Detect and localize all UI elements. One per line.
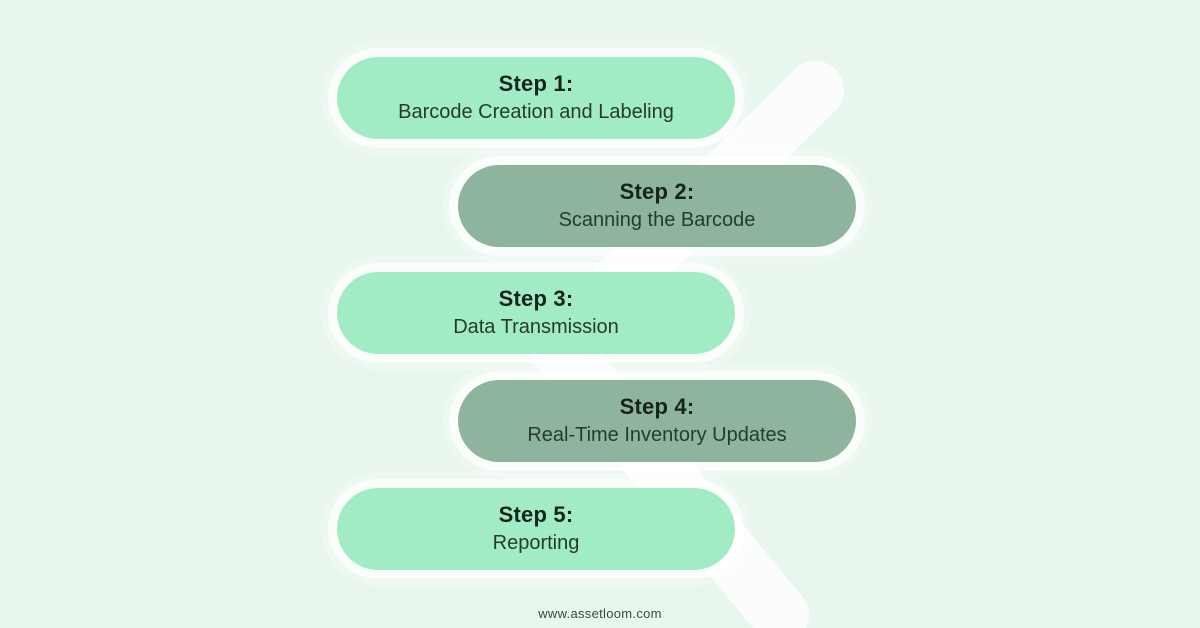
step-pill-1: Step 1: Barcode Creation and Labeling	[337, 57, 735, 139]
step-pill-4: Step 4: Real-Time Inventory Updates	[458, 380, 856, 462]
step-pill-3: Step 3: Data Transmission	[337, 272, 735, 354]
step-4-subtitle: Real-Time Inventory Updates	[527, 424, 787, 446]
step-pill-5: Step 5: Reporting	[337, 488, 735, 570]
step-5-title: Step 5:	[498, 502, 574, 527]
step-1-subtitle: Barcode Creation and Labeling	[398, 101, 674, 123]
step-3-subtitle: Data Transmission	[453, 316, 619, 338]
step-4-title: Step 4:	[619, 394, 695, 419]
step-5-subtitle: Reporting	[492, 532, 580, 554]
step-1-title: Step 1:	[498, 71, 574, 96]
step-3-title: Step 3:	[498, 286, 574, 311]
step-pill-2: Step 2: Scanning the Barcode	[458, 165, 856, 247]
step-2-subtitle: Scanning the Barcode	[558, 209, 756, 231]
website-url: www.assetloom.com	[538, 606, 662, 621]
step-2-title: Step 2:	[619, 179, 695, 204]
